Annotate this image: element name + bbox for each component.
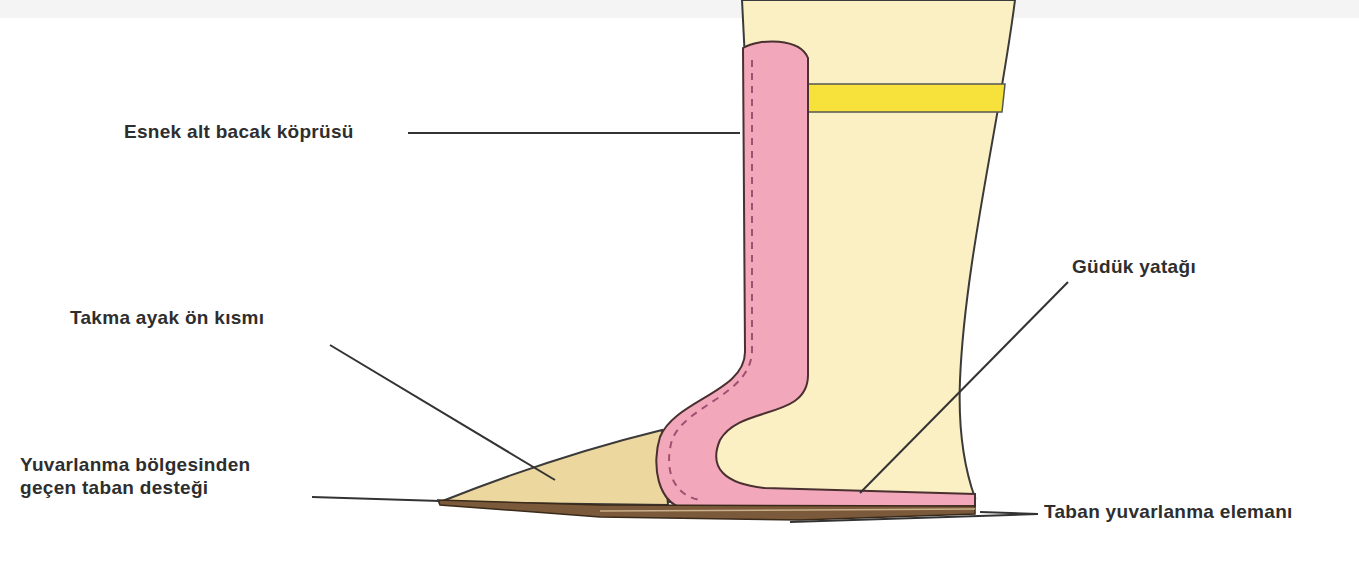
sole-support — [438, 500, 975, 520]
flexible-bridge — [656, 41, 975, 510]
forefoot — [440, 430, 668, 505]
part-label: Yuvarlanma bölgesinden geçen taban deste… — [20, 453, 312, 499]
stitching — [669, 60, 752, 500]
part-label: Esnek alt bacak köprüsü — [124, 120, 414, 143]
part-label: Taban yuvarlanma elemanı — [1044, 500, 1344, 523]
part-label: Güdük yatağı — [1072, 255, 1252, 278]
leader-lines — [312, 133, 1068, 522]
part-label: Takma ayak ön kısmı — [70, 306, 330, 329]
top-band — [0, 0, 1359, 18]
sole-seam — [600, 509, 975, 511]
